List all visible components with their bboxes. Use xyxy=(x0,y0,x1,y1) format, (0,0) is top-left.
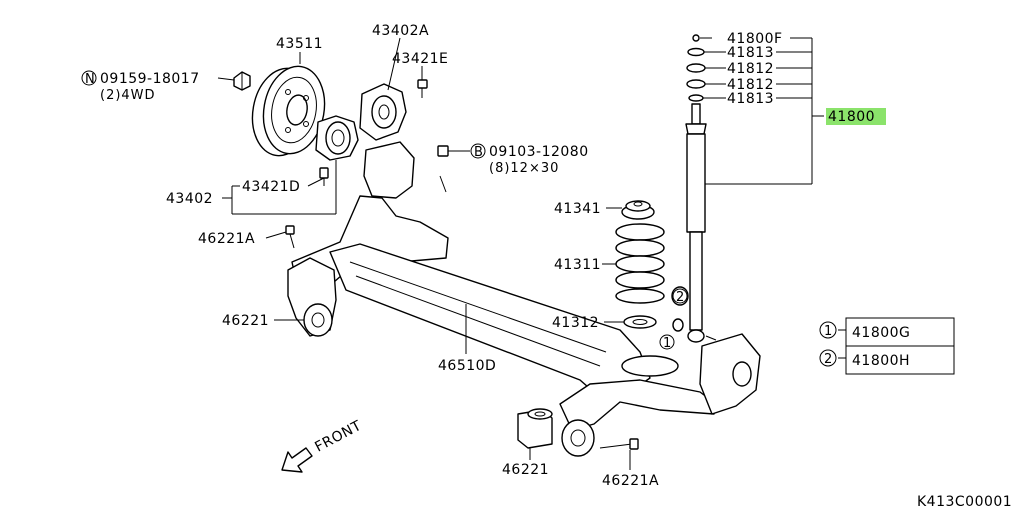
b-marker: B xyxy=(474,145,484,160)
label-41312[interactable]: 41312 xyxy=(552,315,599,331)
label-46221A-bottom[interactable]: 46221A xyxy=(602,473,659,489)
hub-nut[interactable] xyxy=(233,71,251,91)
b-marker-icon xyxy=(470,143,486,159)
coil-spring[interactable] xyxy=(615,223,665,304)
front-arrow-icon xyxy=(281,447,313,473)
shock-washer[interactable] xyxy=(672,318,684,332)
bushing-bolt-bottom[interactable] xyxy=(599,438,639,450)
label-43421E[interactable]: 43421E xyxy=(392,51,448,67)
label-41812-bottom[interactable]: 41812 xyxy=(727,77,774,93)
front-label: FRONT xyxy=(312,418,364,456)
callout-1[interactable]: 1 xyxy=(663,336,672,351)
hub-bolt[interactable] xyxy=(319,167,329,186)
legend-marker-1: 1 xyxy=(824,324,833,339)
label-09103-12080[interactable]: 09103-12080 xyxy=(489,144,589,160)
brake-drum[interactable] xyxy=(246,61,331,160)
legend-part-41800G[interactable]: 41800G xyxy=(852,325,910,341)
label-43511[interactable]: 43511 xyxy=(276,36,323,52)
callout-2[interactable]: 2 xyxy=(676,290,685,305)
bushing-left[interactable] xyxy=(287,257,337,337)
label-41311[interactable]: 41311 xyxy=(554,257,601,273)
n-marker: N xyxy=(85,72,96,87)
spring-lower-seat[interactable] xyxy=(623,315,657,329)
reference-code: K413C00001 xyxy=(917,494,1012,510)
label-46221-bottom[interactable]: 46221 xyxy=(502,462,549,478)
legend-part-41800H[interactable]: 41800H xyxy=(852,353,910,369)
legend-marker-1-icon xyxy=(819,321,837,339)
label-46510D[interactable]: 46510D xyxy=(438,358,496,374)
hub-assembly[interactable] xyxy=(315,115,359,161)
backing-plate[interactable] xyxy=(359,83,407,141)
part-labels: 43511 N 09159-18017 (2)4WD 43402A 43421E… xyxy=(81,23,886,489)
label-41813-bottom[interactable]: 41813 xyxy=(727,91,774,107)
callout-2-icon xyxy=(672,288,688,304)
label-09159-sub: (2)4WD xyxy=(100,88,156,103)
bushing-bolt-left[interactable] xyxy=(285,225,295,249)
axle-beam[interactable] xyxy=(291,141,761,431)
legend-table: 1 41800G 2 41800H xyxy=(819,317,955,375)
label-41800F[interactable]: 41800F xyxy=(727,31,783,47)
label-43421D[interactable]: 43421D xyxy=(242,179,300,195)
backing-plate-bolt[interactable] xyxy=(417,79,428,98)
label-09103-sub: (8)12×30 xyxy=(489,161,559,176)
leader-lines xyxy=(217,37,846,470)
spring-upper-seat[interactable] xyxy=(621,200,655,220)
label-41800[interactable]: 41800 xyxy=(828,109,875,125)
label-46221-left[interactable]: 46221 xyxy=(222,313,269,329)
label-41812-top[interactable]: 41812 xyxy=(727,61,774,77)
bushing-bottom[interactable] xyxy=(517,408,553,449)
legend-marker-2: 2 xyxy=(824,352,833,367)
callout-1-icon xyxy=(659,334,675,350)
label-09159-18017[interactable]: 09159-18017 xyxy=(100,71,200,87)
label-41800-highlight xyxy=(826,108,886,125)
front-direction-indicator: FRONT xyxy=(281,418,364,473)
bushing-right[interactable] xyxy=(561,419,595,457)
label-41813-top[interactable]: 41813 xyxy=(727,45,774,61)
label-43402[interactable]: 43402 xyxy=(166,191,213,207)
n-marker-icon xyxy=(81,70,97,86)
label-43402A[interactable]: 43402A xyxy=(372,23,429,39)
label-41341[interactable]: 41341 xyxy=(554,201,601,217)
shock-absorber[interactable] xyxy=(685,34,717,343)
label-46221A-top[interactable]: 46221A xyxy=(198,231,255,247)
legend-marker-2-icon xyxy=(819,349,837,367)
